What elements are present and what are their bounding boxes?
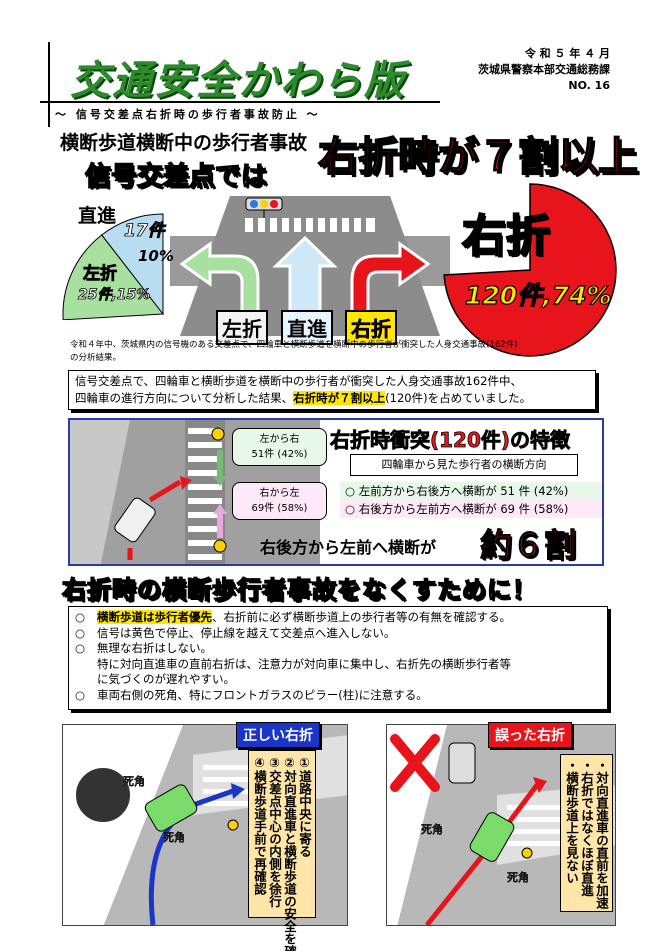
masthead-horizontal-rule xyxy=(40,101,440,103)
point-item: 特に対向直進車の直前右折は、注意力が対向車に集中し、右折先の横断歩行者等 xyxy=(97,656,511,671)
blind-spot-label: 死角 xyxy=(163,831,185,844)
bubble-right-title: 右から左 xyxy=(259,488,300,499)
blind-spot-label: 死角 xyxy=(507,871,529,884)
point-item: ○無理な右折はしない。 xyxy=(75,641,212,655)
correct-turn-steps: ①道路中央に寄る ②対向直進車と横断歩道の安全を確認 ③交差点中心の内側を徐行 … xyxy=(248,750,316,951)
summary-box: 信号交差点で、四輪車と横断歩道を横断中の歩行者が衝突した人身交通事故162件中、… xyxy=(68,370,596,410)
point-item: ○車両右側の死角、特にフロントガラスのピラー(柱)に注意する。 xyxy=(75,687,428,702)
pie-label-straight-pct: 10% xyxy=(138,247,174,265)
prevention-points: ○横断歩道は歩行者優先、右折前に必ず横断歩道上の歩行者等の有無を確認する。 ○信… xyxy=(68,606,608,710)
intersection-illustration xyxy=(170,196,450,336)
summary-highlight: 右折時が７割以上 xyxy=(293,391,386,405)
characteristics-title: 右折時衝突(120件)の特徴 xyxy=(330,428,571,453)
point-item: ○横断歩道は歩行者優先、右折前に必ず横断歩道上の歩行者等の有無を確認する。 xyxy=(75,610,511,624)
summary-line-1: 信号交差点で、四輪車と横断歩道を横断中の歩行者が衝突した人身交通事故162件中、 xyxy=(75,374,522,388)
issue-number: NO. 16 xyxy=(568,79,610,92)
issue-publisher: 茨城県警察本部交通総務課 xyxy=(478,63,610,76)
car-icon xyxy=(469,812,515,862)
pie-label-right: 右折 xyxy=(461,210,551,263)
cross-mark-icon xyxy=(390,734,440,792)
masthead-title: 交通安全かわら版 xyxy=(70,57,406,104)
pie-label-left-count: 25件,15% xyxy=(78,287,151,304)
blind-spot-label: 死角 xyxy=(123,775,145,788)
characteristics-bottom-text: 右後方から左前へ横断が xyxy=(260,538,437,557)
point-item: に気づくのが遅れやすい。 xyxy=(97,672,235,686)
subtitle: ～ 信号交差点右折時の歩行者事故防止 ～ xyxy=(55,108,321,121)
summary-line-2-pre: 四輪車の進行方向について分析した結果、 xyxy=(75,391,294,405)
pie-slice-right xyxy=(443,183,617,357)
wrong-turn-panel: 死角 死角 xyxy=(386,724,616,926)
pie-label-right-count: 120件,74% xyxy=(464,280,612,310)
characteristics-row-1: ○ 左前方から右後方へ横断が 51 件 (42%) xyxy=(340,482,602,500)
pedestrian-icon xyxy=(211,427,225,441)
wrong-turn-badge: 誤った右折 xyxy=(488,722,572,748)
left-turn-arrow xyxy=(179,241,260,328)
headline-yellow: 信号交差点では xyxy=(84,161,268,193)
characteristics-bottom-big: 約６割 xyxy=(479,526,577,565)
pie-label-left: 左折 xyxy=(83,264,118,285)
traffic-light xyxy=(245,197,283,218)
pedestrian-icon xyxy=(521,847,533,859)
characteristics-row-2: ○ 右後方から左前方へ横断が 69 件 (58%) xyxy=(340,500,602,518)
issue-date: 令 和 ５ 年 ４ 月 xyxy=(524,47,610,60)
bubble-left-value: 51件 (42%) xyxy=(251,449,308,460)
oncoming-car-icon xyxy=(448,742,476,784)
point-item: ○信号は黄色で停止、停止線を越えて交差点へ進入しない。 xyxy=(75,625,396,640)
pie-chart-big xyxy=(443,183,617,357)
bubble-right-to-left: 右から左 69件 (58%) xyxy=(232,482,327,520)
bubble-left-to-right: 左から右 51件 (42%) xyxy=(232,428,327,466)
wrong-turn-points: ・対向直進車の直前を加速 ・右折ではなくほぼ直進 ・横断歩道上を見ない xyxy=(560,754,613,912)
pedestrian-icon xyxy=(213,539,227,553)
bubble-left-title: 左から右 xyxy=(259,434,300,445)
pie-chart-small xyxy=(62,213,164,320)
direction-label-left: 左折 xyxy=(216,310,268,345)
direction-label-straight: 直進 xyxy=(281,310,333,345)
headline-small: 横断歩道横断中の歩行者事故 xyxy=(60,132,308,154)
direction-label-right: 右折 xyxy=(345,310,397,345)
pie-label-straight-count: 17件 xyxy=(124,221,165,242)
analysis-caption: 令和４年中、茨城県内の信号機のある交差点で、四輪車と横断歩道を横断中の歩行者が衝… xyxy=(70,340,518,363)
headline-red: 右折時が７割以上 xyxy=(317,133,639,181)
issue-info: 令 和 ５ 年 ４ 月 茨城県警察本部交通総務課 NO. 16 xyxy=(440,46,610,94)
crosswalk xyxy=(245,218,375,232)
car-icon xyxy=(144,784,198,832)
section-title: 右折時の横断歩行者事故をなくすために！ xyxy=(61,575,537,605)
pie-slice-straight xyxy=(101,213,164,316)
blind-spot-icon xyxy=(74,766,132,824)
characteristics-panel: 左から右 51件 (42%) 右から左 69件 (58%) 右折時衝突(120件… xyxy=(68,418,604,566)
correct-turn-badge: 正しい右折 xyxy=(236,722,320,748)
masthead-vertical-rule xyxy=(48,42,50,127)
pie-label-straight: 直進 xyxy=(78,205,117,227)
summary-line-2-post: (120件)を占めていました。 xyxy=(385,391,532,405)
pedestrian-icon xyxy=(227,819,239,831)
characteristics-subtitle: 四輪車から見た歩行者の横断方向 xyxy=(350,454,578,476)
blind-spot-label: 死角 xyxy=(421,823,443,836)
right-turn-arrow xyxy=(350,241,431,328)
summary-line-2: 四輪車の進行方向について分析した結果、右折時が７割以上(120件)を占めていまし… xyxy=(75,390,589,407)
pie-slice-left xyxy=(62,234,164,320)
car-icon xyxy=(114,497,156,543)
bubble-right-value: 69件 (58%) xyxy=(251,503,308,514)
